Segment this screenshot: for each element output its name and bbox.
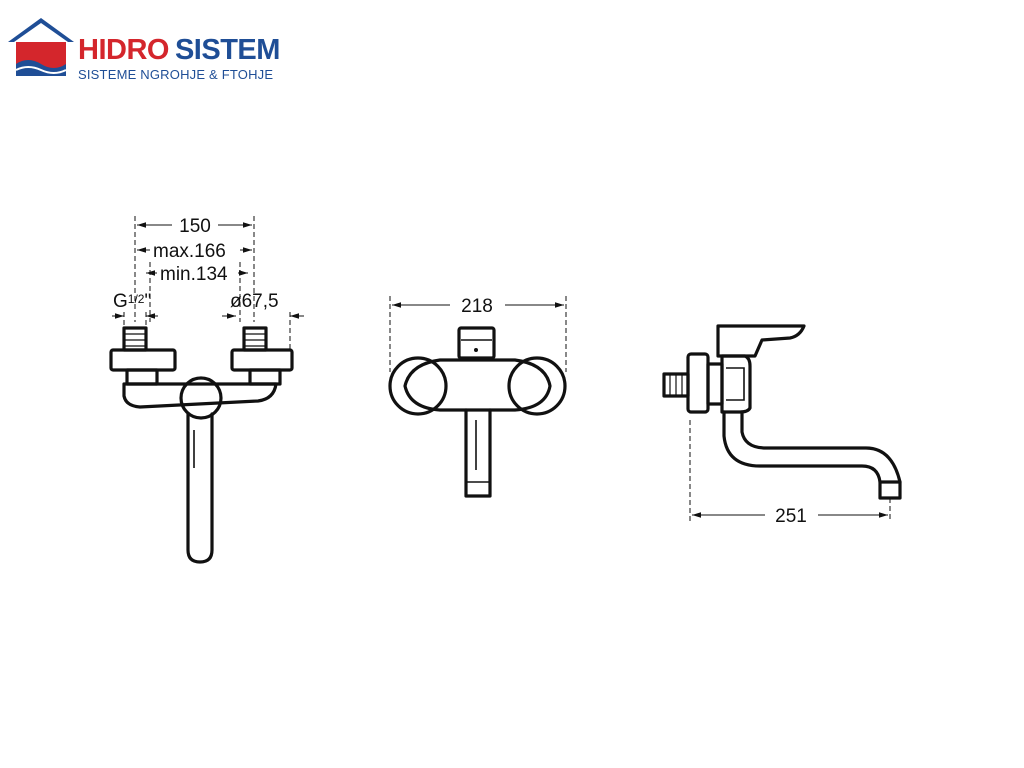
- right-thread-connector: [242, 326, 268, 352]
- top-view: 218: [388, 296, 567, 498]
- left-wall-flange: [109, 348, 177, 372]
- top-spout: [464, 408, 492, 498]
- top-lever: [457, 326, 496, 360]
- front-spout: [186, 412, 214, 564]
- house-logo-icon: [8, 18, 74, 76]
- dim-diameter-label: ø67,5: [230, 291, 279, 312]
- right-wall-flange: [230, 348, 294, 372]
- cartridge-knob: [179, 376, 223, 420]
- top-body: [403, 358, 552, 412]
- dim-thread-letter: G: [113, 291, 128, 312]
- side-eccentric: [706, 362, 724, 406]
- left-disc: [388, 356, 448, 416]
- dim-thread-unit: ": [144, 291, 151, 312]
- side-aerator: [878, 480, 902, 500]
- dim-150-label: 150: [179, 216, 211, 237]
- side-spout-outer: [722, 410, 882, 484]
- dim-218-label: 218: [461, 296, 493, 317]
- dim-251-label: 251: [775, 506, 807, 527]
- left-thread-connector: [122, 326, 148, 352]
- dim-thread-fraction: 1/2: [128, 292, 145, 306]
- side-spout-inner: [740, 410, 902, 484]
- side-body-detail: [726, 367, 745, 401]
- right-disc: [507, 356, 567, 416]
- brand-tagline: SISTEME NGROHJE & FTOHJE: [78, 67, 274, 82]
- side-flange: [686, 352, 710, 414]
- side-handle: [716, 324, 806, 358]
- brand-name-part2: SISTEM: [174, 34, 280, 66]
- mixer-body: [122, 382, 278, 409]
- dim-min-label: min.134: [160, 264, 228, 285]
- dim-thread-label: G1/2": [113, 291, 151, 312]
- left-eccentric: [125, 368, 159, 386]
- right-eccentric: [248, 368, 282, 386]
- front-view: 150 max.166 min.134 G1/2" ø67,5: [109, 216, 304, 564]
- brand-name-part1: HIDRO: [78, 34, 169, 66]
- side-body: [720, 354, 752, 414]
- lever-indicator-dot: [474, 348, 478, 352]
- dim-max-label: max.166: [153, 241, 226, 262]
- side-view: 251: [662, 324, 902, 527]
